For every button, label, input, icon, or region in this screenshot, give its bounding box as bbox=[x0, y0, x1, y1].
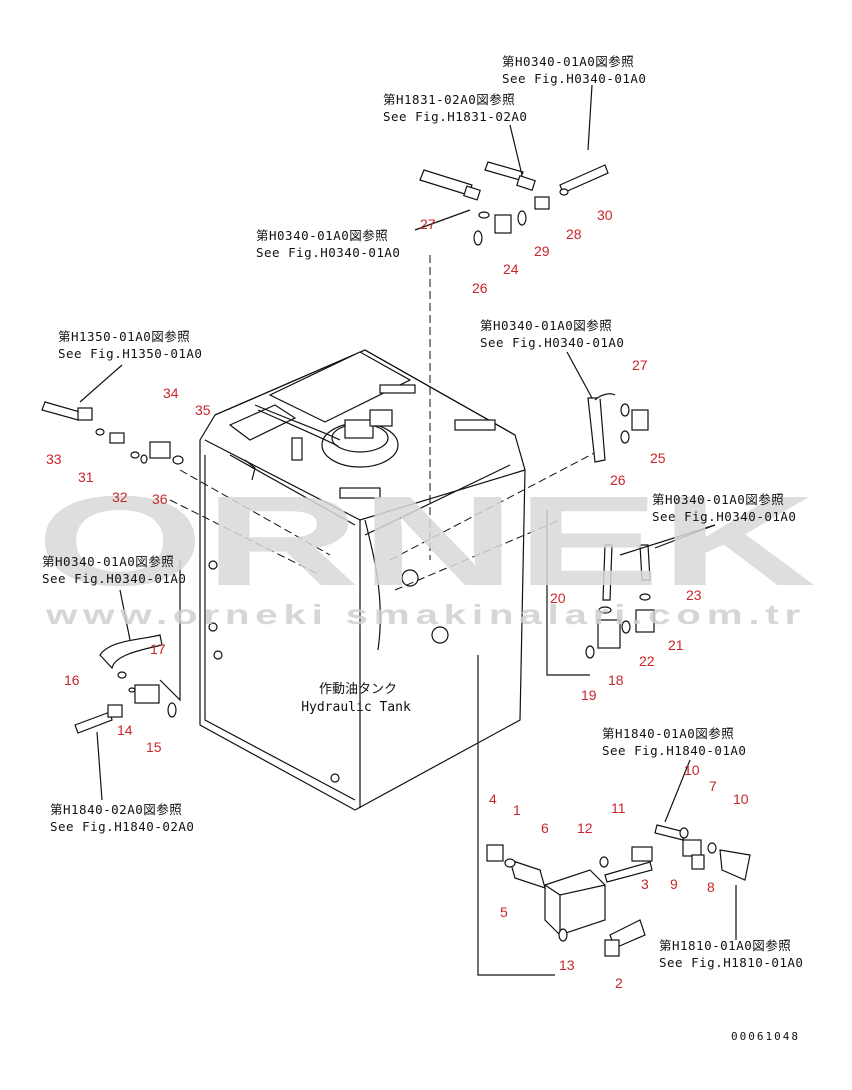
reference-1-japanese: 第H0340-01A0図参照 bbox=[502, 54, 634, 69]
part-callout-14: 14 bbox=[117, 722, 133, 738]
reference-6-english: See Fig.H0340-01A0 bbox=[652, 509, 796, 524]
reference-3-japanese: 第H0340-01A0図参照 bbox=[256, 228, 388, 243]
reference-7-english: See Fig.H0340-01A0 bbox=[42, 571, 186, 586]
reference-6-japanese: 第H0340-01A0図参照 bbox=[652, 492, 784, 507]
tank-label-english: Hydraulic Tank bbox=[301, 700, 411, 715]
reference-3-english: See Fig.H0340-01A0 bbox=[256, 245, 400, 260]
part-callout-32: 32 bbox=[112, 489, 128, 505]
watermark: ORNEK www.orneki smakinalari.com.tr bbox=[36, 470, 816, 630]
part-callout-2: 2 bbox=[615, 975, 623, 991]
part-callout-4: 4 bbox=[489, 791, 497, 807]
part-callout-16: 16 bbox=[64, 672, 80, 688]
part-callout-8: 8 bbox=[707, 879, 715, 895]
part-callout-1: 1 bbox=[513, 802, 521, 818]
part-callout-29: 29 bbox=[534, 243, 550, 259]
part-callout-31: 31 bbox=[78, 469, 94, 485]
reference-5-japanese: 第H0340-01A0図参照 bbox=[480, 318, 612, 333]
part-callout-19: 19 bbox=[581, 687, 597, 703]
part-callout-21: 21 bbox=[668, 637, 684, 653]
reference-4-japanese: 第H1350-01A0図参照 bbox=[58, 329, 190, 344]
part-callout-17: 17 bbox=[150, 641, 166, 657]
part-callout-34: 34 bbox=[163, 385, 179, 401]
part-callout-30: 30 bbox=[597, 207, 613, 223]
part-callout-10: 10 bbox=[733, 791, 749, 807]
part-callout-7: 7 bbox=[709, 778, 717, 794]
part-callout-36: 36 bbox=[152, 491, 168, 507]
part-callout-25: 25 bbox=[650, 450, 666, 466]
watermark-url: www.orneki smakinalari.com.tr bbox=[45, 599, 806, 630]
reference-9-english: See Fig.H1840-02A0 bbox=[50, 819, 194, 834]
part-callout-12: 12 bbox=[577, 820, 593, 836]
reference-2-japanese: 第H1831-02A0図参照 bbox=[383, 92, 515, 107]
reference-5-english: See Fig.H0340-01A0 bbox=[480, 335, 624, 350]
figure-references: 第H0340-01A0図参照 See Fig.H0340-01A0 第H1831-0… bbox=[42, 54, 803, 970]
hose-top-left bbox=[419, 169, 473, 196]
watermark-brand: ORNEK bbox=[36, 470, 816, 613]
part-callout-3: 3 bbox=[641, 876, 649, 892]
reference-1-english: See Fig.H0340-01A0 bbox=[502, 71, 646, 86]
part-callout-18: 18 bbox=[608, 672, 624, 688]
part-callout-33: 33 bbox=[46, 451, 62, 467]
leader-lines bbox=[79, 84, 737, 940]
reference-2-english: See Fig.H1831-02A0 bbox=[383, 109, 527, 124]
reference-7-japanese: 第H0340-01A0図参照 bbox=[42, 554, 174, 569]
reference-8-japanese: 第H1840-01A0図参照 bbox=[602, 726, 734, 741]
part-callout-28: 28 bbox=[566, 226, 582, 242]
part-callout-26: 26 bbox=[472, 280, 488, 296]
reference-4-english: See Fig.H1350-01A0 bbox=[58, 346, 202, 361]
tank-label-japanese: 作動油タンク bbox=[319, 682, 397, 697]
part-callout-24: 24 bbox=[503, 261, 519, 277]
parts bbox=[41, 161, 751, 957]
drawing-code: 00061048 bbox=[731, 1030, 800, 1043]
part-callout-27: 27 bbox=[420, 216, 436, 232]
part-callout-20: 20 bbox=[550, 590, 566, 606]
part-callout-6: 6 bbox=[541, 820, 549, 836]
part-callout-22: 22 bbox=[639, 653, 655, 669]
part-callout-9: 9 bbox=[670, 876, 678, 892]
routing-lines bbox=[159, 255, 601, 976]
hydraulic-tank bbox=[199, 349, 526, 811]
reference-10-english: See Fig.H1810-01A0 bbox=[659, 955, 803, 970]
part-callout-11: 11 bbox=[611, 800, 626, 816]
part-callout-13: 13 bbox=[559, 957, 575, 973]
part-callout-35: 35 bbox=[195, 402, 211, 418]
part-callout-10: 10 bbox=[684, 762, 700, 778]
part-callout-27: 27 bbox=[632, 357, 648, 373]
reference-9-japanese: 第H1840-02A0図参照 bbox=[50, 802, 182, 817]
part-callout-15: 15 bbox=[146, 739, 162, 755]
part-callout-5: 5 bbox=[500, 904, 508, 920]
reference-10-japanese: 第H1810-01A0図参照 bbox=[659, 938, 791, 953]
part-callout-26: 26 bbox=[610, 472, 626, 488]
part-callout-23: 23 bbox=[686, 587, 702, 603]
reference-8-english: See Fig.H1840-01A0 bbox=[602, 743, 746, 758]
